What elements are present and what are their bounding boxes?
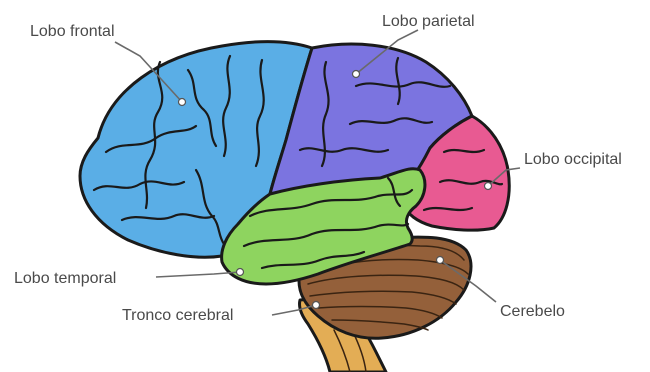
label-temporal-lobe: Lobo temporal xyxy=(14,270,116,287)
point-temporal xyxy=(237,269,244,276)
point-parietal xyxy=(353,71,360,78)
label-parietal-lobe: Lobo parietal xyxy=(382,13,475,30)
point-brainstem xyxy=(313,302,320,309)
leader-line-temporal xyxy=(156,272,240,277)
label-brainstem: Tronco cerebral xyxy=(122,307,233,324)
label-frontal-lobe: Lobo frontal xyxy=(30,23,115,40)
label-occipital-lobe: Lobo occipital xyxy=(524,151,622,168)
label-cerebellum: Cerebelo xyxy=(500,303,565,320)
point-occipital xyxy=(485,183,492,190)
point-frontal xyxy=(179,99,186,106)
point-cerebellum xyxy=(437,257,444,264)
